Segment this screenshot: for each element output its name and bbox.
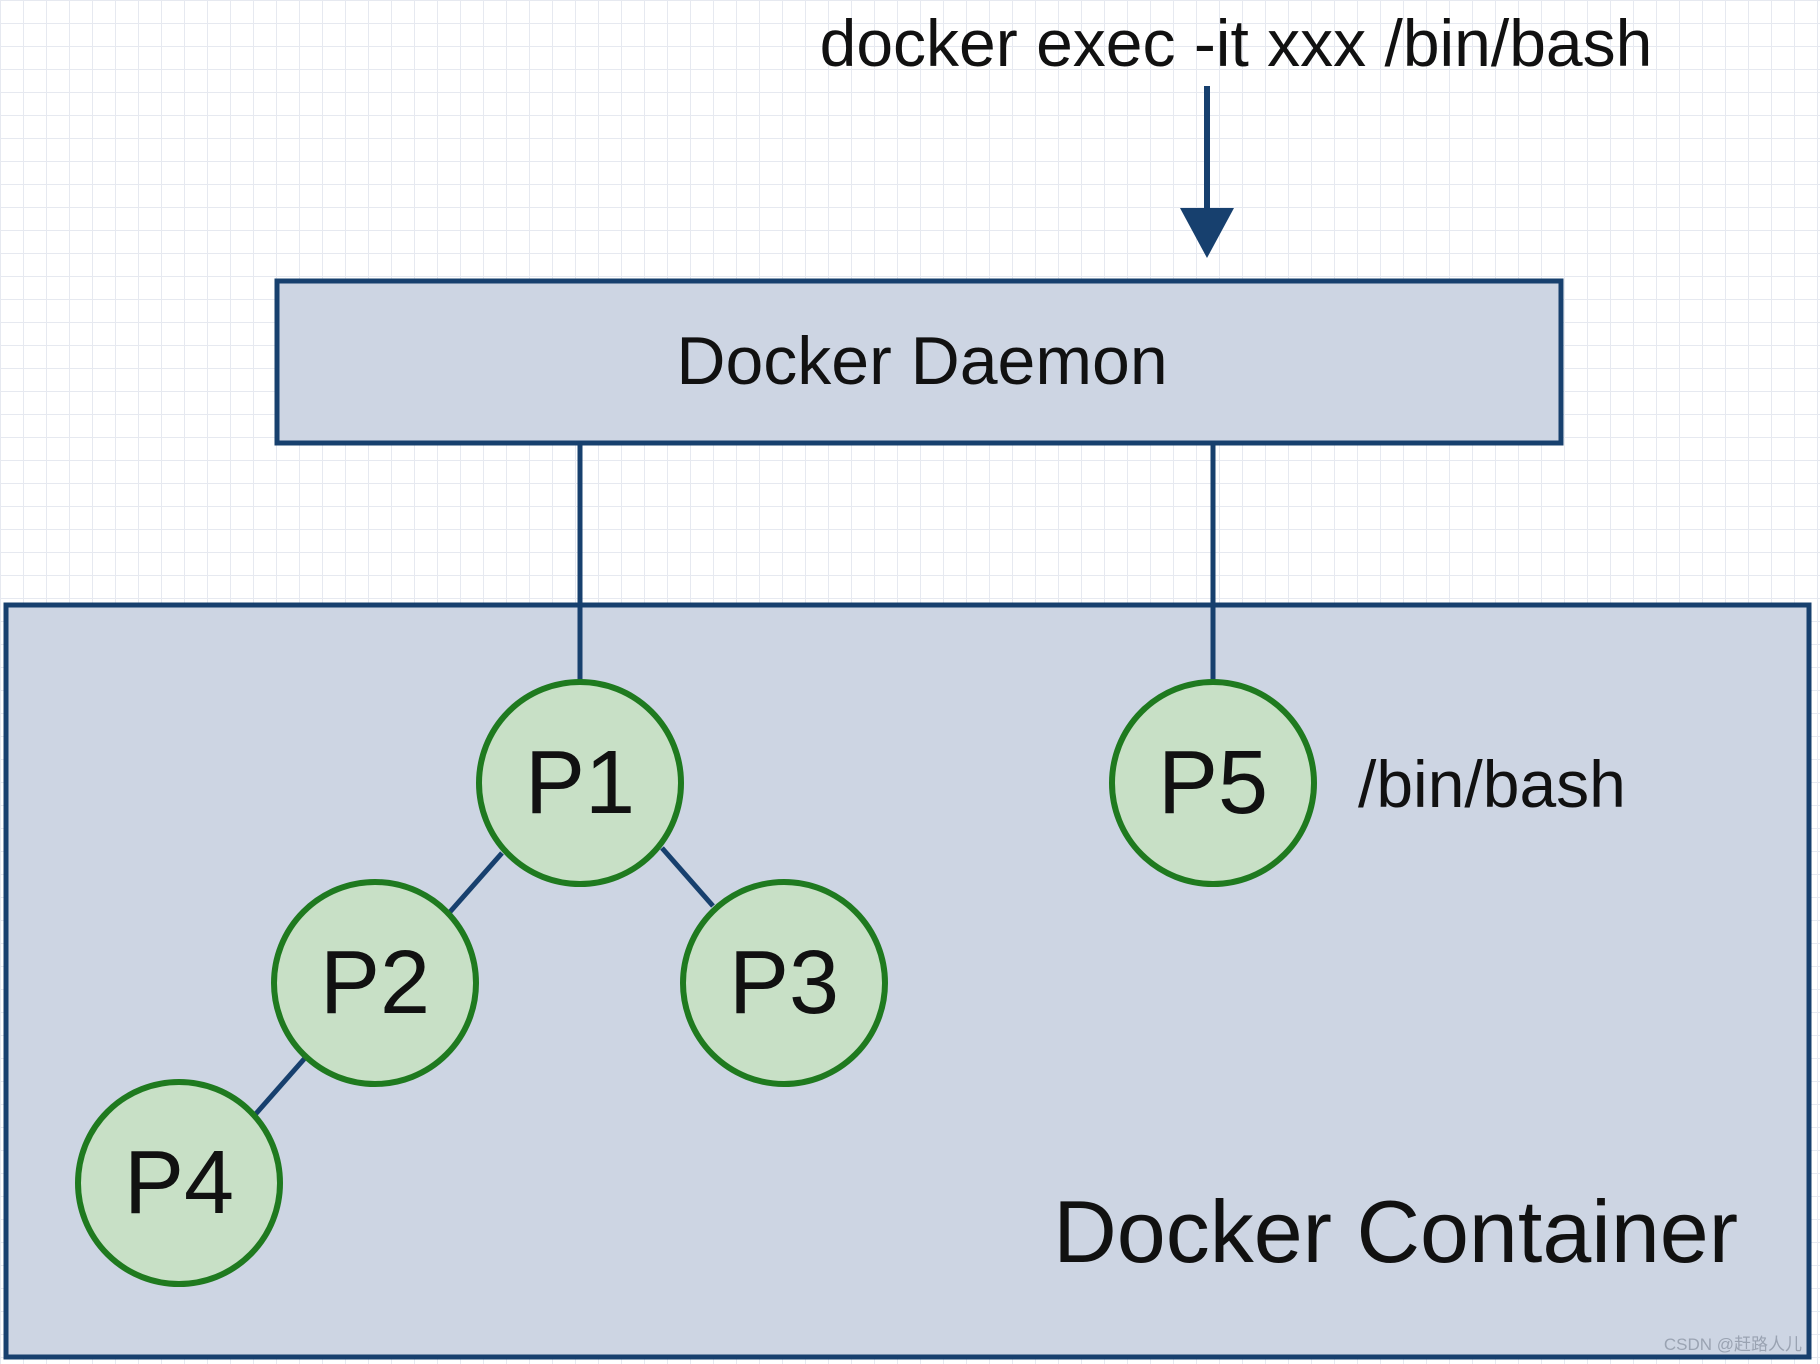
process-node-p3: P3 [680,879,888,1087]
process-label-p3: P3 [729,933,839,1033]
process-node-p2: P2 [271,879,479,1087]
process-label-p1: P1 [525,733,635,833]
process-node-p1: P1 [476,679,684,887]
process-label-p2: P2 [320,933,430,1033]
p1-p3-link [660,846,715,908]
watermark-text: CSDN @赶路人儿 [1664,1335,1802,1354]
command-text: docker exec -it xxx /bin/bash [820,6,1653,80]
command-arrow-head [1180,208,1234,258]
process-label-p4: P4 [124,1133,234,1233]
process-node-p5: P5 [1109,679,1317,887]
p5-annotation: /bin/bash [1358,747,1626,821]
process-node-p4: P4 [75,1079,283,1287]
docker-daemon-box [274,278,1564,446]
docker-container-label: Docker Container [1053,1182,1738,1281]
process-label-p5: P5 [1158,733,1268,833]
docker-daemon-label: Docker Daemon [676,323,1167,399]
p1-p2-link [447,851,504,915]
p2-p4-link [251,1056,307,1119]
